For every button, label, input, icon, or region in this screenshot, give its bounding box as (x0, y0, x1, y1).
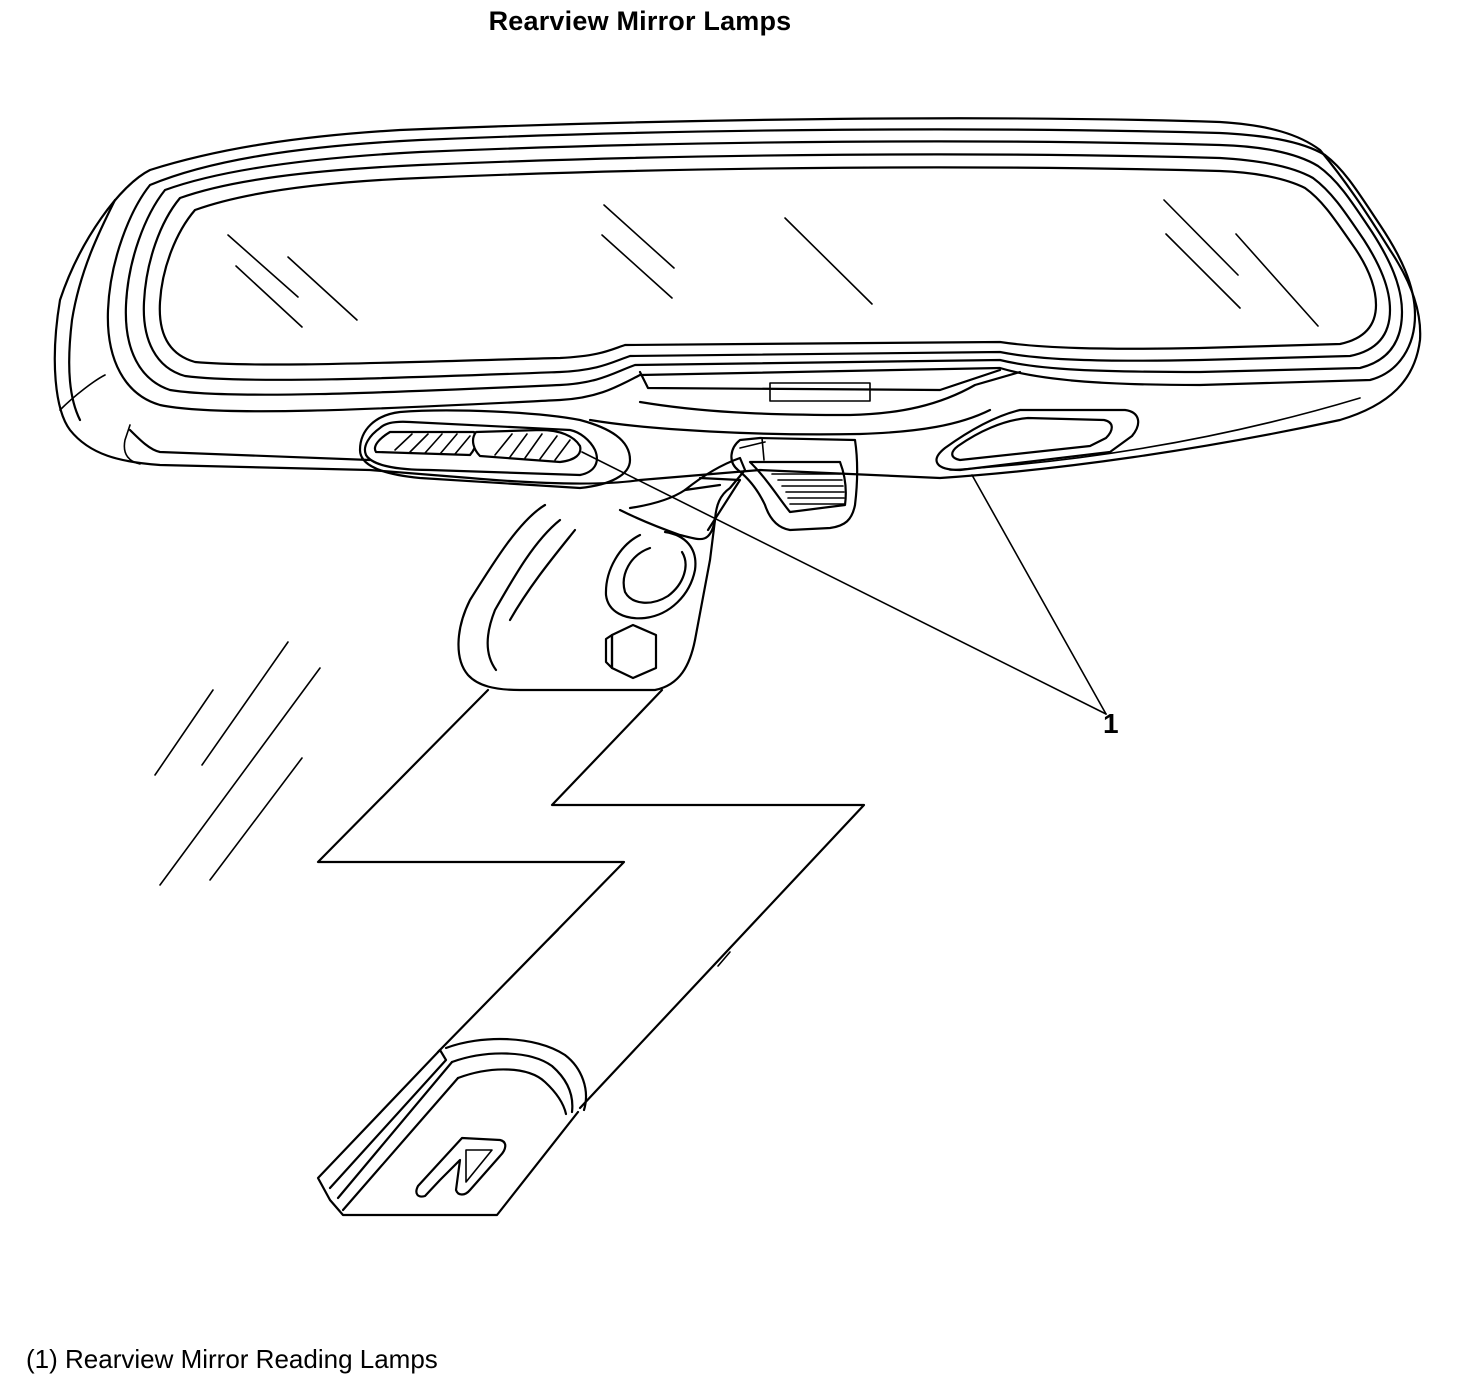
mirror-housing (53, 117, 1422, 485)
glass-reflection-lines (227, 199, 1319, 328)
left-reading-lamp (358, 409, 632, 490)
arm-neck (683, 476, 742, 532)
wiring-harness (316, 688, 866, 1110)
callout-leaders (581, 451, 1107, 715)
center-switch (730, 436, 859, 532)
housing-lower-edge (588, 370, 1022, 436)
mirror-bezel (106, 128, 1417, 413)
diagram-title: Rearview Mirror Lamps (488, 6, 792, 36)
legend-item: (1) Rearview Mirror Reading Lamps (26, 1344, 438, 1374)
display-slot (638, 368, 1002, 402)
callout-label-1: 1 (1103, 708, 1119, 739)
mounting-arm (457, 456, 747, 692)
windshield-lines (154, 641, 321, 886)
right-reading-lamp (935, 408, 1140, 472)
mounting-bracket (316, 1037, 588, 1217)
